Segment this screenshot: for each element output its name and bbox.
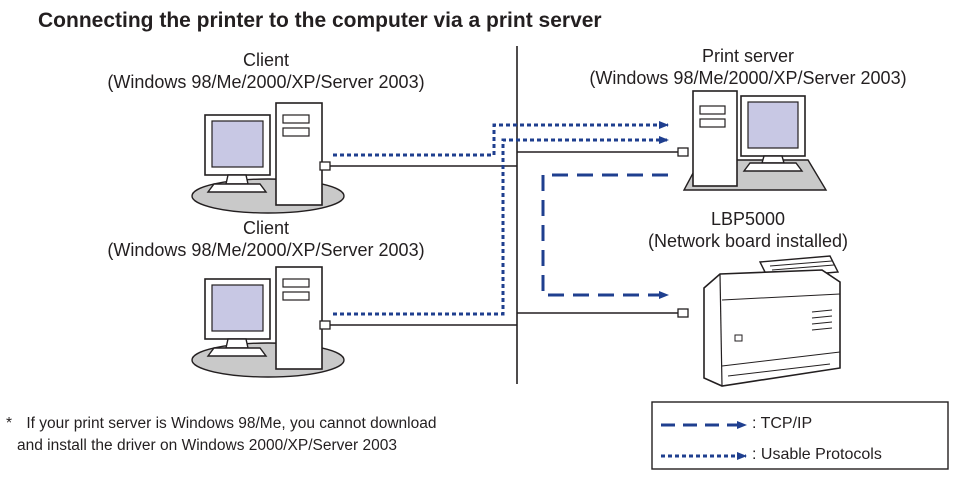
legend-usable-label: : Usable Protocols [752, 446, 882, 463]
print-server-label: Print server (Windows 98/Me/2000/XP/Serv… [548, 45, 948, 89]
tcpip-arrow [541, 173, 669, 299]
client2-usable-protocol-arrow [333, 136, 669, 316]
printer-label: LBP5000 (Network board installed) [598, 208, 898, 252]
client1-name: Client [242, 50, 290, 70]
client2-os: (Windows 98/Me/2000/XP/Server 2003) [107, 240, 425, 260]
printer-model: LBP5000 [710, 209, 786, 229]
printer-note: (Network board installed) [647, 231, 849, 251]
client1-computer-icon [191, 102, 345, 214]
footnote: * If your print server is Windows 98/Me,… [6, 413, 436, 457]
client1-usable-protocol-arrow [333, 121, 669, 157]
legend-box [651, 401, 949, 470]
client1-label: Client (Windows 98/Me/2000/XP/Server 200… [66, 49, 466, 93]
print-server-computer-icon [682, 90, 828, 191]
print-server-name: Print server [701, 46, 795, 66]
legend-tcpip-label: : TCP/IP [752, 415, 813, 432]
client1-port [319, 161, 331, 171]
laser-printer-icon [703, 255, 841, 387]
client1-os: (Windows 98/Me/2000/XP/Server 2003) [107, 72, 425, 92]
footnote-line1: If your print server is Windows 98/Me, y… [26, 415, 437, 432]
print-server-os: (Windows 98/Me/2000/XP/Server 2003) [589, 68, 907, 88]
footnote-line2: and install the driver on Windows 2000/X… [17, 437, 397, 454]
client2-port [319, 320, 331, 330]
printer-port [677, 308, 689, 318]
client2-name: Client [242, 218, 290, 238]
diagram-title: Connecting the printer to the computer v… [38, 9, 602, 32]
server-port [677, 147, 689, 157]
footnote-mark: * [6, 415, 13, 432]
client2-label: Client (Windows 98/Me/2000/XP/Server 200… [66, 217, 466, 261]
